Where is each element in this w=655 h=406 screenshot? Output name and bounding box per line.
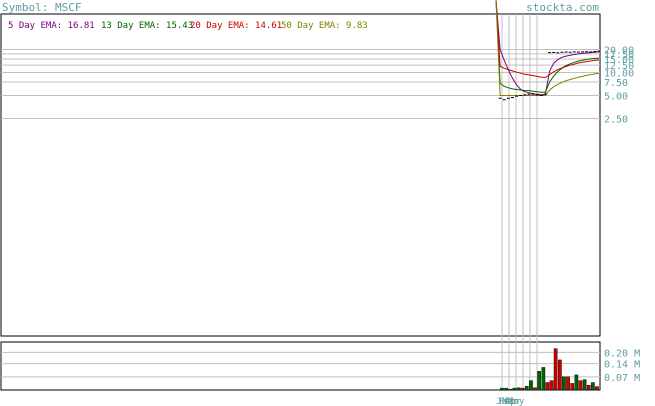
volume-bar — [537, 371, 541, 391]
volume-gridlines — [1, 351, 600, 378]
brand-label[interactable]: stockta.com — [526, 1, 599, 14]
volume-panel-frame — [0, 341, 601, 391]
volume-bars — [500, 348, 599, 391]
price-tick-label: 20.00 — [604, 46, 634, 57]
volume-bar — [553, 348, 558, 391]
volume-bar — [558, 359, 562, 391]
volume-bar — [512, 387, 517, 391]
volume-bar — [541, 367, 546, 391]
price-tick-label: 10.00 — [604, 69, 634, 80]
price-panel-frame — [0, 13, 601, 337]
volume-bar — [595, 386, 599, 391]
volume-bar — [570, 383, 575, 391]
13-day-ema-line — [495, 0, 600, 93]
volume-bar — [549, 380, 554, 391]
legend-13-day-ema: 13 Day EMA: 15.43 — [101, 21, 193, 31]
date-tick-label: Apr — [505, 397, 522, 406]
volume-bar — [586, 385, 591, 391]
volume-bar — [578, 380, 583, 391]
volume-bar — [582, 379, 587, 391]
volume-bar — [545, 382, 550, 391]
volume-bar — [574, 374, 579, 391]
price-tick-label: 5.00 — [604, 92, 628, 103]
date-tick-label: May — [508, 397, 525, 406]
volume-tick-label: 0.14 M — [604, 360, 640, 371]
volume-bar — [508, 388, 513, 391]
price-bars — [498, 50, 601, 101]
volume-bar — [516, 387, 521, 391]
price-tick-label: 2.50 — [604, 115, 628, 126]
50-day-ema-line — [495, 0, 600, 96]
date-tick-label: Jan — [496, 397, 512, 406]
volume-bar — [529, 380, 533, 391]
price-tick-label: 7.50 — [604, 78, 628, 89]
price-tick-label: 12.50 — [604, 61, 634, 72]
volume-bar — [504, 387, 508, 391]
volume-bar — [562, 376, 566, 391]
price-tick-label: 15.00 — [604, 55, 634, 66]
volume-bar — [520, 387, 525, 391]
legend-5-day-ema: 5 Day EMA: 16.81 — [8, 21, 95, 31]
volume-axis: 0.20 M0.14 M 0.07 M — [604, 348, 640, 383]
symbol-label: Symbol: MSCF — [2, 1, 81, 14]
volume-bar — [533, 387, 537, 391]
ema-lines — [495, 0, 600, 96]
volume-bar — [591, 382, 595, 391]
volume-tick-label: 0.07 M — [604, 373, 640, 384]
volume-bar — [566, 376, 570, 391]
20-day-ema-line — [495, 0, 600, 79]
legend-20-day-ema: 20 Day EMA: 14.61 — [190, 21, 282, 31]
date-tick-label: Feb — [499, 397, 515, 406]
volume-bar — [500, 387, 504, 391]
legend-50-day-ema: 50 Day EMA: 9.83 — [281, 21, 368, 31]
date-tick-label: Mar — [502, 397, 519, 406]
price-tick-label: 17.50 — [604, 50, 634, 61]
5-day-ema-line — [495, 0, 600, 96]
volume-tick-label: 0.20 M — [604, 348, 640, 359]
volume-bar — [524, 386, 529, 391]
